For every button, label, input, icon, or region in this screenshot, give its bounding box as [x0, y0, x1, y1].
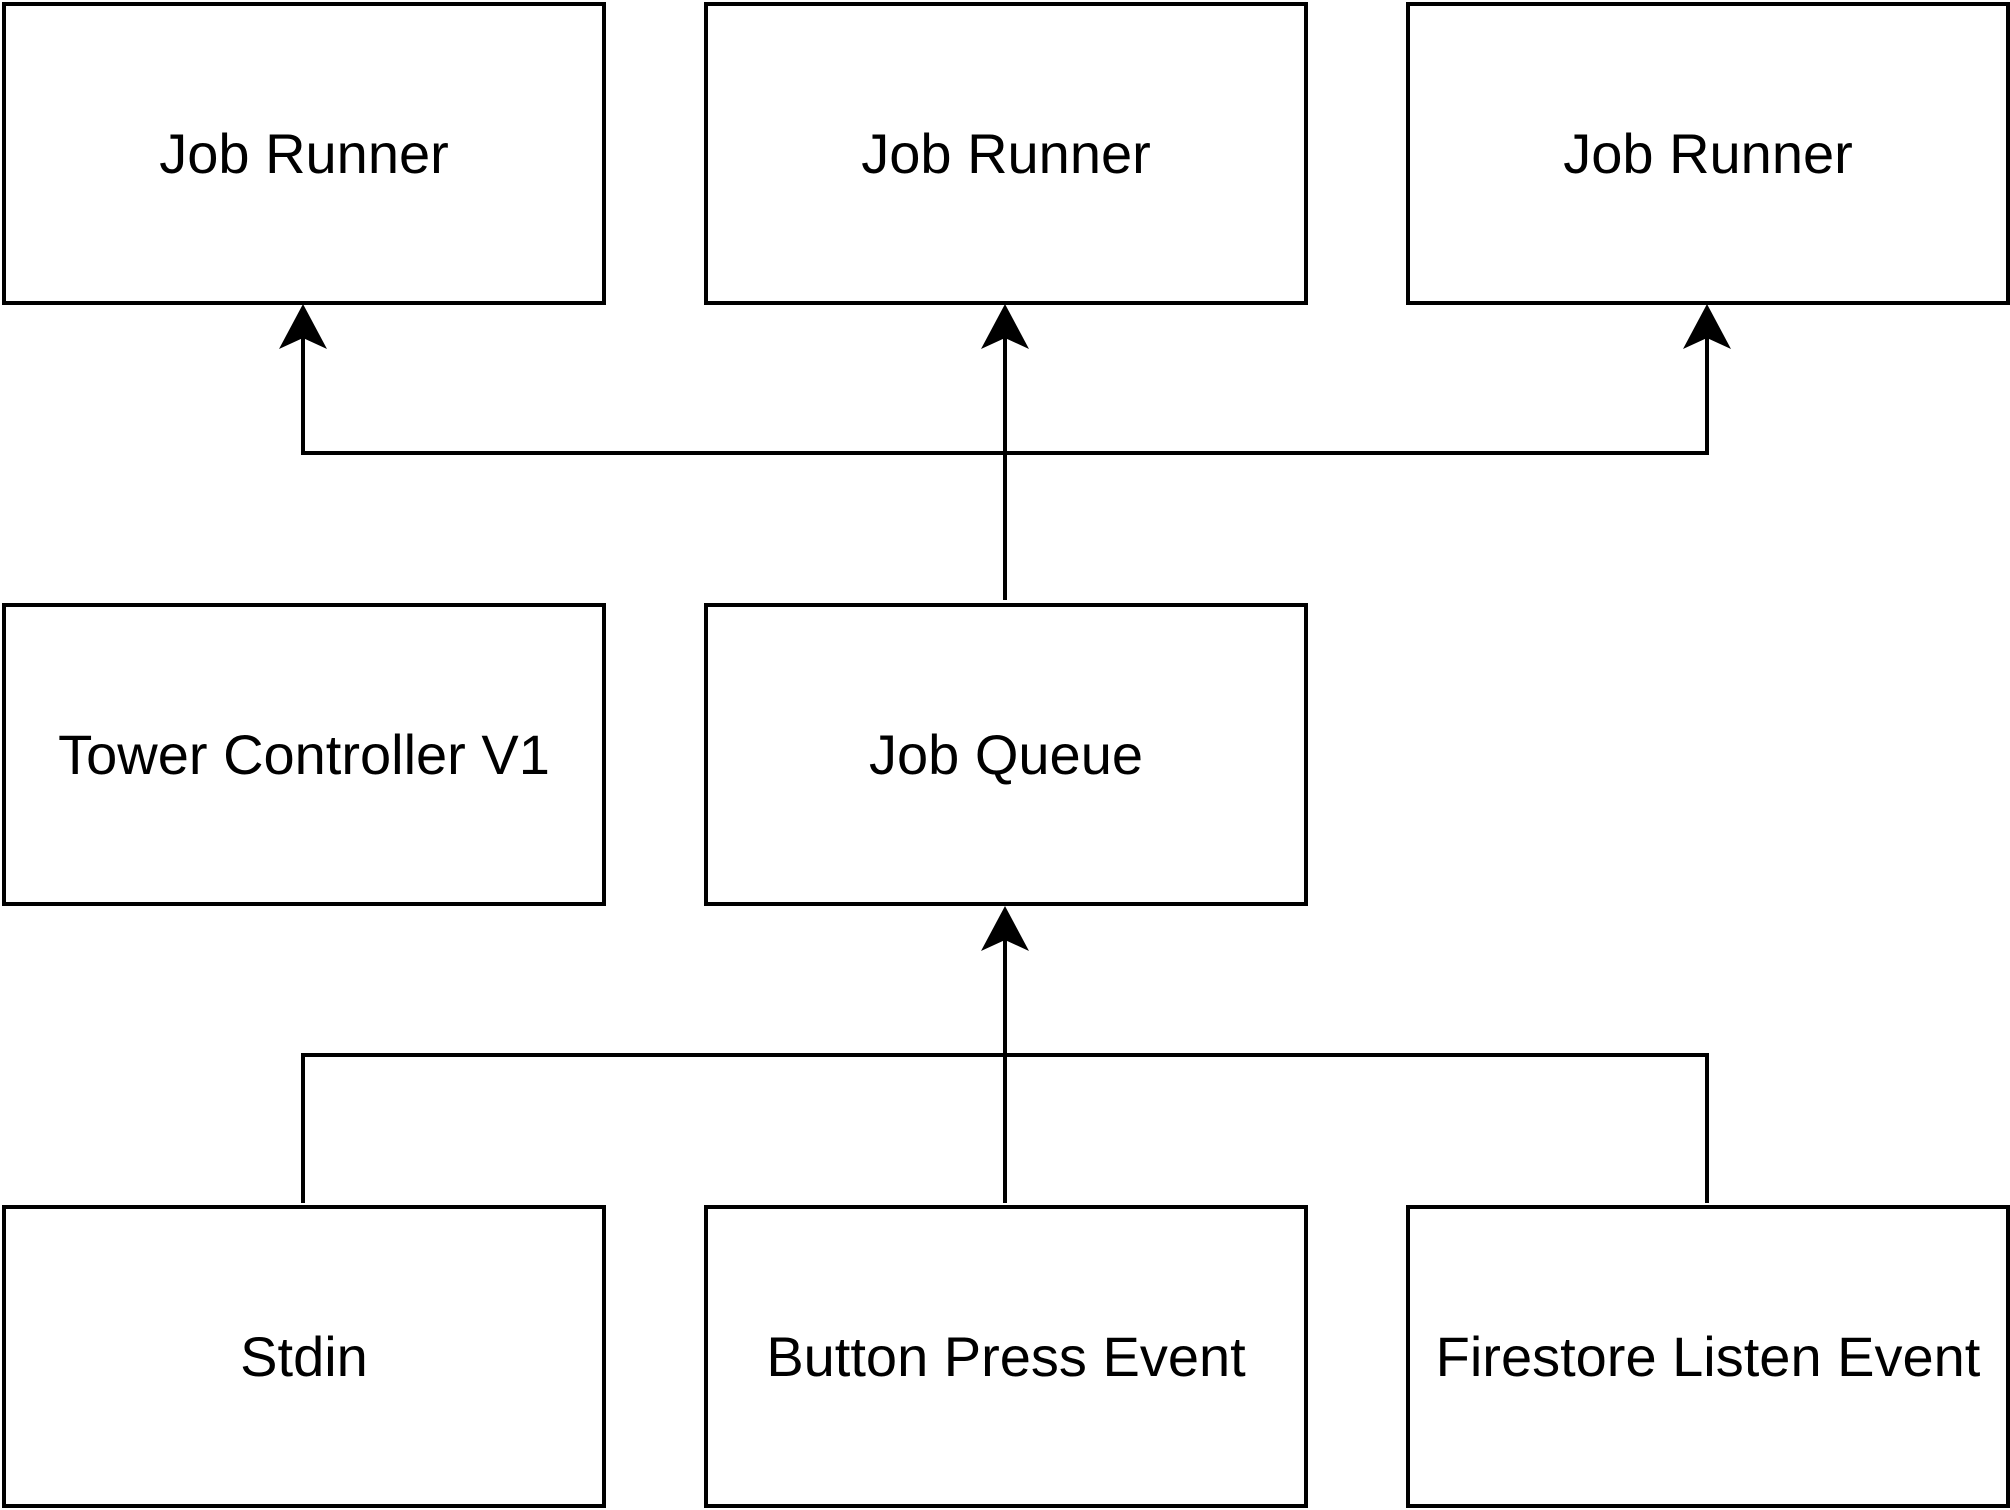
node-job-queue: Job Queue — [704, 603, 1308, 906]
node-button-press-event: Button Press Event — [704, 1205, 1308, 1508]
arrowhead-runner-left — [279, 304, 327, 349]
node-firestore-listen-event: Firestore Listen Event — [1406, 1205, 2010, 1508]
arrowhead-runner-center — [981, 304, 1029, 349]
edge-firestore-to-queue — [1005, 1053, 1709, 1203]
edge-queue-to-runners — [301, 320, 1709, 600]
node-tower-controller: Tower Controller V1 — [2, 603, 606, 906]
arrowhead-runner-right — [1683, 304, 1731, 349]
node-stdin: Stdin — [2, 1205, 606, 1508]
edge-stdin-to-queue — [301, 1053, 1005, 1203]
edge-queue-to-runner-left — [301, 320, 1005, 455]
node-job-runner-right: Job Runner — [1406, 2, 2010, 305]
edge-queue-to-runner-right — [1005, 320, 1709, 455]
arrowhead-queue — [981, 906, 1029, 951]
node-job-runner-center: Job Runner — [704, 2, 1308, 305]
arrowheads-runners — [279, 304, 1731, 349]
edge-sources-to-queue — [301, 922, 1709, 1203]
arrowheads-queue — [981, 906, 1029, 951]
node-job-runner-left: Job Runner — [2, 2, 606, 305]
